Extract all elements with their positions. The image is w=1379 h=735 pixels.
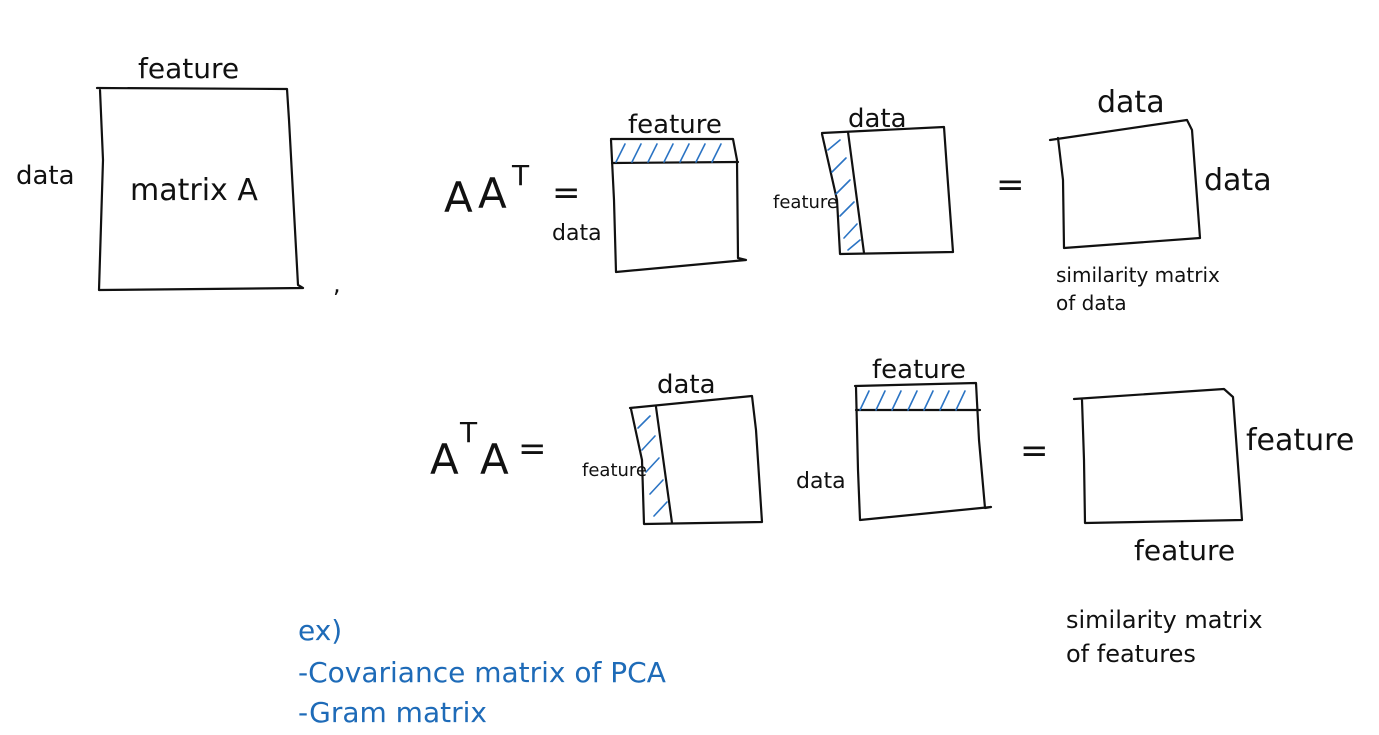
row2-lhs-t: T bbox=[459, 416, 478, 449]
row1-equals: = bbox=[552, 173, 581, 213]
matrix-a-top-label: feature bbox=[138, 52, 239, 85]
matrix-a-center-label: matrix A bbox=[130, 173, 258, 208]
row1-m2-box bbox=[820, 125, 955, 256]
row2-m1-top-label: data bbox=[657, 370, 716, 400]
row2-m2-hatch bbox=[859, 390, 966, 411]
examples-heading: ex) bbox=[298, 614, 342, 647]
row2-result-side-label: feature bbox=[1246, 423, 1354, 458]
row1-m2-col-divider bbox=[846, 130, 866, 255]
examples-block: ex) -Covariance matrix of PCA -Gram matr… bbox=[298, 614, 666, 729]
matrix-a: feature data matrix A bbox=[16, 52, 305, 292]
row2-equation: A T A = data feature feature data bbox=[430, 355, 1354, 668]
row2-m2-box bbox=[853, 381, 993, 522]
row2-m1-box bbox=[628, 394, 764, 526]
examples-item-covariance: -Covariance matrix of PCA bbox=[298, 656, 666, 689]
row1-equation: A A T = feature data data fea bbox=[444, 85, 1272, 315]
row1-lhs-a1: A bbox=[444, 173, 473, 222]
row1-m2-top-label: data bbox=[848, 104, 907, 134]
row2-result-bottom-label: feature bbox=[1134, 534, 1235, 567]
row2-result-box bbox=[1072, 387, 1244, 525]
row2-m1-hatch bbox=[637, 415, 668, 517]
row1-caption-line1: similarity matrix bbox=[1056, 263, 1220, 287]
row1-m2-hatch bbox=[827, 139, 861, 251]
row1-result-box bbox=[1048, 118, 1202, 250]
row2-caption-line2: of features bbox=[1066, 640, 1196, 668]
row1-m1-row-divider bbox=[610, 160, 740, 165]
row1-m1-side-label: data bbox=[552, 221, 602, 246]
examples-item-gram: -Gram matrix bbox=[298, 696, 487, 729]
row1-m1-top-label: feature bbox=[628, 110, 722, 140]
row1-lhs-t: T bbox=[511, 159, 530, 192]
row2-lhs-a2: A bbox=[480, 435, 509, 484]
row1-caption-line2: of data bbox=[1056, 291, 1127, 315]
row2-equals: = bbox=[518, 429, 547, 469]
row1-result-top-label: data bbox=[1097, 85, 1165, 120]
row1-m1-box bbox=[609, 137, 748, 274]
comma-mark: , bbox=[333, 270, 341, 298]
row1-lhs-a2: A bbox=[478, 169, 507, 218]
row2-equals2: = bbox=[1020, 431, 1049, 471]
row2-lhs-a1: A bbox=[430, 435, 459, 484]
row1-m1-hatch bbox=[615, 143, 722, 163]
row2-caption-line1: similarity matrix bbox=[1066, 606, 1263, 634]
row1-result-side-label: data bbox=[1204, 163, 1272, 198]
row2-m1-side-label: feature bbox=[582, 460, 647, 481]
row2-m2-top-label: feature bbox=[872, 355, 966, 385]
matrix-a-box bbox=[95, 86, 305, 292]
row1-equals2: = bbox=[996, 165, 1025, 205]
row2-m1-col-divider bbox=[654, 405, 674, 525]
matrix-a-side-label: data bbox=[16, 161, 75, 191]
row2-m2-side-label: data bbox=[796, 469, 846, 494]
row1-m2-side-label: feature bbox=[773, 192, 838, 213]
